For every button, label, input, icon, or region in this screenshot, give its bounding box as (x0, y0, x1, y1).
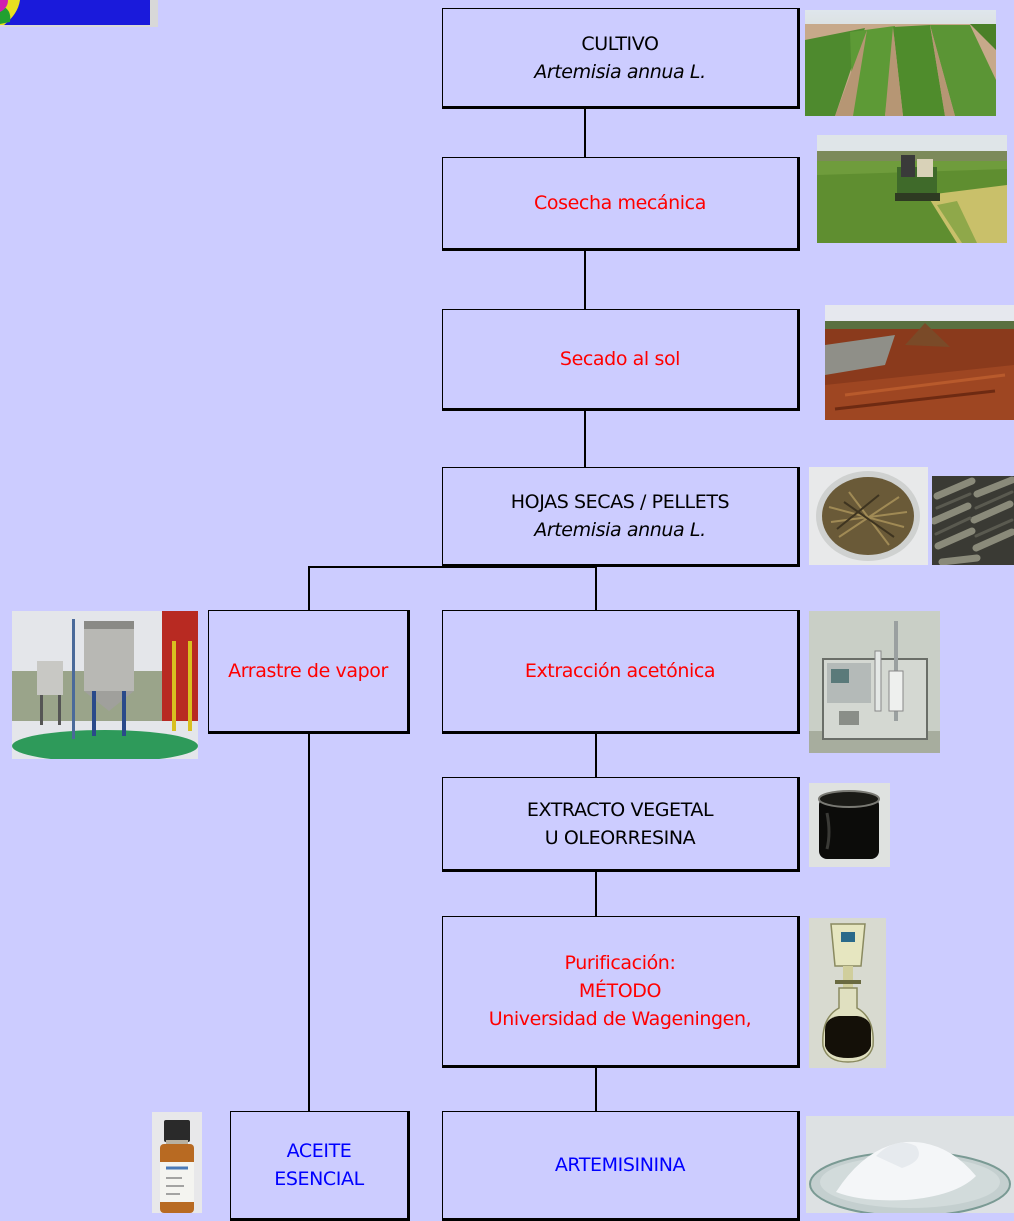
connector-branch-right (595, 566, 597, 611)
step-arrastre: Arrastre de vapor (208, 610, 410, 734)
sun-drying-photo (825, 305, 1014, 420)
connector-extraccion-extracto (595, 733, 597, 778)
step-cosecha: Cosecha mecánica (442, 157, 800, 251)
step-hojas-title: HOJAS SECAS / PELLETS (510, 491, 730, 513)
step-extraccion-title: Extracción acetónica (524, 660, 716, 682)
product-aceite-line1: ACEITE (286, 1140, 352, 1162)
logo-image (0, 0, 158, 27)
harvester-photo (817, 135, 1007, 243)
step-purificacion-line1: Purificación: (564, 952, 676, 974)
connector-extracto-purificacion (595, 871, 597, 917)
dried-leaves-photo (809, 467, 928, 565)
extraction-equipment-photo (809, 611, 940, 753)
extract-jar-photo (809, 783, 890, 867)
step-purificacion-line3: Universidad de Wageningen, (488, 1008, 752, 1030)
connector-cosecha-secado (584, 250, 586, 310)
crop-field-photo (805, 10, 996, 116)
artemisinin-powder-photo (806, 1116, 1014, 1213)
step-purificacion-line2: MÉTODO (578, 980, 662, 1002)
step-extracto: EXTRACTO VEGETAL U OLEORRESINA (442, 777, 800, 872)
connector-branch-left (308, 566, 310, 611)
pellets-photo (932, 476, 1014, 565)
connector-purificacion-artemisinina (595, 1067, 597, 1112)
connector-arrastre-aceite (308, 733, 310, 1112)
step-extracto-line2: U OLEORRESINA (544, 826, 696, 849)
step-secado: Secado al sol (442, 309, 800, 411)
step-cultivo-title: CULTIVO (581, 32, 659, 55)
step-cultivo-subtitle: Artemisia annua L. (534, 60, 706, 83)
steam-distillation-plant-photo (12, 611, 198, 759)
step-extraccion: Extracción acetónica (442, 610, 800, 734)
product-aceite-line2: ESENCIAL (274, 1168, 364, 1190)
step-purificacion: Purificación: MÉTODO Universidad de Wage… (442, 916, 800, 1068)
step-cultivo: CULTIVO Artemisia annua L. (442, 8, 800, 109)
connector-branch-horizontal (308, 566, 597, 568)
step-hojas-subtitle: Artemisia annua L. (534, 519, 706, 541)
connector-cultivo-cosecha (584, 108, 586, 158)
product-artemisinina-title: ARTEMISININA (554, 1154, 686, 1176)
step-extracto-line1: EXTRACTO VEGETAL (526, 798, 714, 821)
connector-secado-hojas (584, 410, 586, 468)
step-cosecha-title: Cosecha mecánica (534, 192, 706, 214)
product-artemisinina: ARTEMISININA (442, 1111, 800, 1221)
essential-oil-bottle-photo (152, 1112, 202, 1213)
purification-funnel-photo (809, 918, 886, 1068)
step-arrastre-title: Arrastre de vapor (228, 660, 388, 682)
step-hojas: HOJAS SECAS / PELLETS Artemisia annua L. (442, 467, 800, 567)
product-aceite: ACEITE ESENCIAL (230, 1111, 410, 1221)
step-secado-title: Secado al sol (559, 348, 681, 370)
